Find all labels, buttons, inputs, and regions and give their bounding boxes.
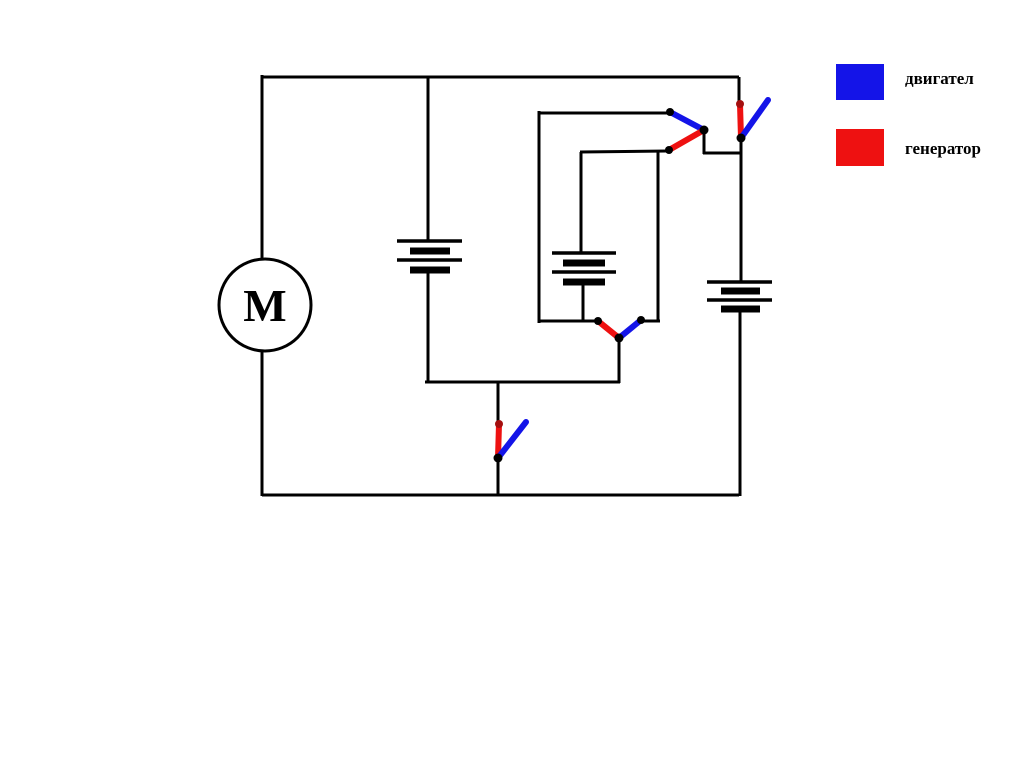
switchC-top-contact-dot xyxy=(495,420,503,428)
legend-item-motor: двигател xyxy=(836,64,974,100)
motor-color-swatch xyxy=(836,64,884,100)
motor-color-rect xyxy=(836,64,884,100)
motor-symbol xyxy=(217,257,313,353)
switchA-red-lever xyxy=(666,127,707,153)
switchD-red-contact-dot xyxy=(594,317,602,325)
switchD-blue-lever xyxy=(616,317,644,341)
inner-mid-horizontal-wire xyxy=(579,149,668,154)
legend-item-generator: генератор xyxy=(836,129,981,166)
switchA-blue-contact-dot xyxy=(666,108,674,116)
motor-label: M xyxy=(243,280,286,331)
generator-color-rect xyxy=(836,129,884,166)
switchB-red-lever xyxy=(737,101,744,141)
switchB-top-contact-dot xyxy=(736,100,744,108)
generator-color-swatch xyxy=(836,129,884,166)
switchB-pivot-dot xyxy=(736,133,746,143)
legend-label-motor: двигател xyxy=(905,69,974,88)
switchC-red-lever xyxy=(495,421,502,461)
legend-label-generator: генератор xyxy=(905,139,981,158)
switchA-blue-lever xyxy=(667,109,707,133)
switchB-blue-lever xyxy=(738,97,771,141)
switchC-blue-lever xyxy=(495,419,529,461)
switchD-blue-contact-dot xyxy=(637,316,645,324)
switchA-red-contact-dot xyxy=(665,146,673,154)
switchD-red-lever xyxy=(595,318,622,341)
switchA-pivot-dot xyxy=(699,125,709,135)
